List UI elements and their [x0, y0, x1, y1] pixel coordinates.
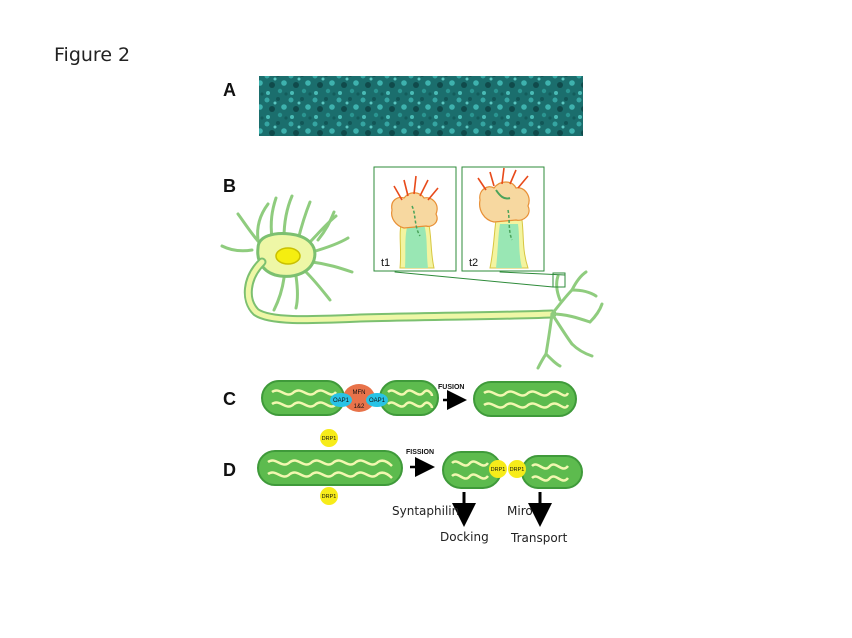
- drp1-pair-left: [489, 460, 507, 478]
- panel-c-label: C: [223, 389, 236, 409]
- oap1-left-label: OAP1: [333, 398, 350, 404]
- mfn-label-2: 1&2: [354, 404, 365, 410]
- inset-t1-label: t1: [381, 257, 390, 269]
- drp1-pair-left-label: DRP1: [491, 467, 506, 473]
- inset-t1: [373, 166, 457, 272]
- inset-t2: [461, 166, 545, 272]
- miro-label: Miro: [507, 504, 533, 518]
- drp1-pair-right: [508, 460, 526, 478]
- drp1-top: [320, 429, 338, 447]
- mitochondrion-d-left: [442, 451, 502, 489]
- oap1-right-label: OAP1: [369, 398, 386, 404]
- oap1-left: [330, 393, 352, 407]
- neuron-drawing: [220, 194, 604, 370]
- mitochondrion-c-left: [261, 380, 345, 416]
- zoom-box: [552, 272, 566, 288]
- mitochondrion-d-right: [521, 455, 583, 489]
- panel-b-label: B: [223, 176, 236, 196]
- oap1-right: [366, 393, 388, 407]
- inset-t2-label: t2: [469, 257, 478, 269]
- figure-title: Figure 2: [54, 44, 131, 66]
- transport-label: Transport: [510, 531, 568, 545]
- drp1-bottom-label: DRP1: [322, 494, 337, 500]
- syntaphilin-label: Syntaphilin: [392, 504, 459, 518]
- docking-label: Docking: [440, 530, 489, 544]
- drp1-pair-right-label: DRP1: [510, 467, 525, 473]
- drp1-bottom: [320, 487, 338, 505]
- axon-terminals: [536, 270, 604, 370]
- panel-a-label: A: [223, 80, 236, 100]
- panel-a-micrograph: [259, 76, 583, 136]
- mitochondrion-c-fused: [473, 381, 577, 417]
- mfn-label: MFN: [353, 390, 366, 396]
- panel-d-label: D: [223, 460, 236, 480]
- fusion-label: FUSION: [438, 384, 464, 391]
- mitochondrion-d-long: [257, 450, 403, 486]
- mitochondrion-c-mid: [379, 380, 439, 416]
- mfn-protein: [343, 384, 375, 412]
- fission-label: FISSION: [406, 449, 434, 456]
- drp1-top-label: DRP1: [322, 436, 337, 442]
